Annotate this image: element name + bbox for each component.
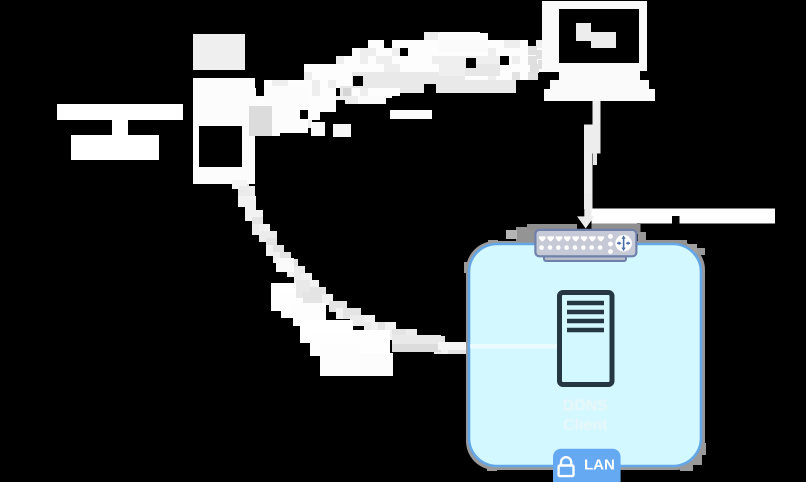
svg-text:Client: Client [563, 417, 608, 434]
svg-text:DDNS: DDNS [563, 398, 609, 415]
svg-text:LAN: LAN [584, 456, 615, 473]
